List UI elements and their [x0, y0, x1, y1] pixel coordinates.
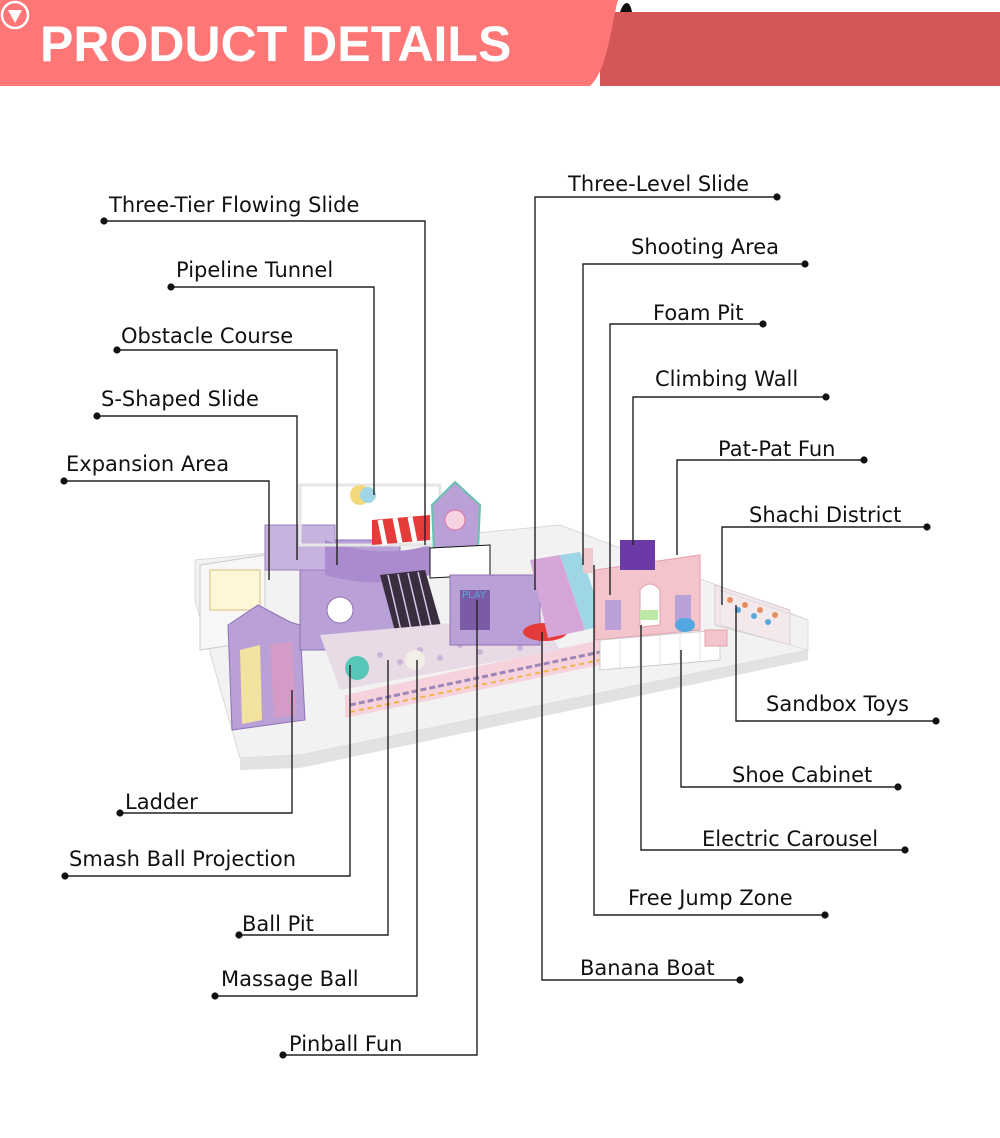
label-smash-ball-projection: Smash Ball Projection: [69, 847, 297, 871]
label-pat-pat-fun: Pat-Pat Fun: [718, 437, 836, 461]
label-ladder: Ladder: [125, 790, 198, 814]
label-ball-pit: Ball Pit: [242, 912, 314, 936]
label-electric-carousel: Electric Carousel: [702, 827, 879, 851]
label-massage-ball: Massage Ball: [221, 967, 359, 991]
circle-down-triangle-icon[interactable]: [0, 0, 30, 30]
label-pipeline-tunnel: Pipeline Tunnel: [176, 258, 334, 282]
label-three-level-slide: Three-Level Slide: [568, 172, 750, 196]
page-header: PRODUCT DETAILS: [0, 0, 1000, 88]
label-s-shaped-slide: S-Shaped Slide: [101, 387, 259, 411]
label-shachi-district: Shachi District: [749, 503, 902, 527]
label-expansion-area: Expansion Area: [66, 452, 230, 476]
svg-text:PLAY: PLAY: [462, 590, 487, 601]
label-shoe-cabinet: Shoe Cabinet: [732, 763, 873, 787]
label-obstacle-course: Obstacle Course: [121, 324, 294, 348]
page-title: PRODUCT DETAILS: [40, 16, 512, 72]
label-pinball-fun: Pinball Fun: [289, 1032, 403, 1056]
label-foam-pit: Foam Pit: [653, 301, 744, 325]
header-banner: [0, 0, 1000, 86]
label-climbing-wall: Climbing Wall: [655, 367, 799, 391]
label-three-tier-flowing-slide: Three-Tier Flowing Slide: [109, 193, 360, 217]
label-banana-boat: Banana Boat: [580, 956, 715, 980]
label-free-jump-zone: Free Jump Zone: [628, 886, 793, 910]
label-shooting-area: Shooting Area: [631, 235, 780, 259]
label-sandbox-toys: Sandbox Toys: [766, 692, 909, 716]
